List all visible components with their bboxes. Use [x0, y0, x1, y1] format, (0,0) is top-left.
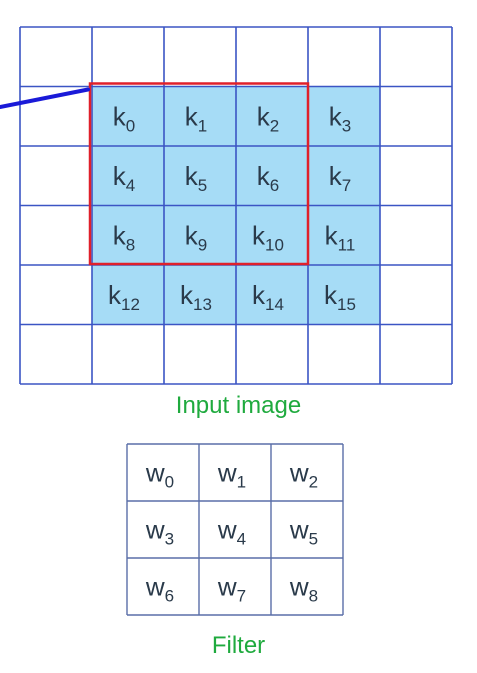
filter-cell-label: w3 — [145, 515, 174, 549]
input-cell-label: k6 — [257, 161, 279, 195]
filter-grid — [126, 443, 344, 616]
input-cell-label: k9 — [185, 220, 207, 254]
input-image-grid — [19, 26, 453, 385]
input-cell-label: k12 — [108, 280, 140, 314]
input-cell-labels: k0 k1 k2 k3 k4 k5 k6 k7 k8 k9 k10 k11 k12 k13 k14 k15 — [108, 101, 356, 314]
filter-caption: Filter — [211, 632, 266, 659]
input-cell-label: k15 — [324, 280, 356, 314]
filter-cell-label: w0 — [145, 458, 174, 492]
input-cell-label: k5 — [185, 161, 207, 195]
receptive-field-window — [88, 82, 310, 266]
input-cell-label: k2 — [257, 101, 279, 135]
pointer-arrow-line — [0, 87, 90, 109]
filter-cell-label: w8 — [289, 572, 318, 606]
input-cell-label: k8 — [113, 220, 135, 254]
input-cell-label: k11 — [325, 220, 356, 254]
input-cell-label: k1 — [185, 101, 207, 135]
input-cell-label: k14 — [252, 280, 284, 314]
input-cell-label: k7 — [329, 161, 351, 195]
input-cell-label: k13 — [180, 280, 212, 314]
filter-cell-label: w5 — [289, 515, 318, 549]
filter-cell-label: w4 — [217, 515, 246, 549]
input-cell-label: k4 — [113, 161, 135, 195]
filter-cell-label: w1 — [217, 458, 246, 492]
filter-cell-label: w7 — [217, 572, 246, 606]
filter-cell-labels: w0 w1 w2 w3 w4 w5 w6 w7 w8 — [145, 458, 318, 606]
input-image-caption: Input image — [175, 392, 302, 419]
filter-cell-label: w2 — [289, 458, 318, 492]
input-cell-label: k0 — [113, 101, 135, 135]
input-cell-label: k10 — [252, 220, 284, 254]
filter-cell-label: w6 — [145, 572, 174, 606]
input-cell-label: k3 — [329, 101, 351, 135]
